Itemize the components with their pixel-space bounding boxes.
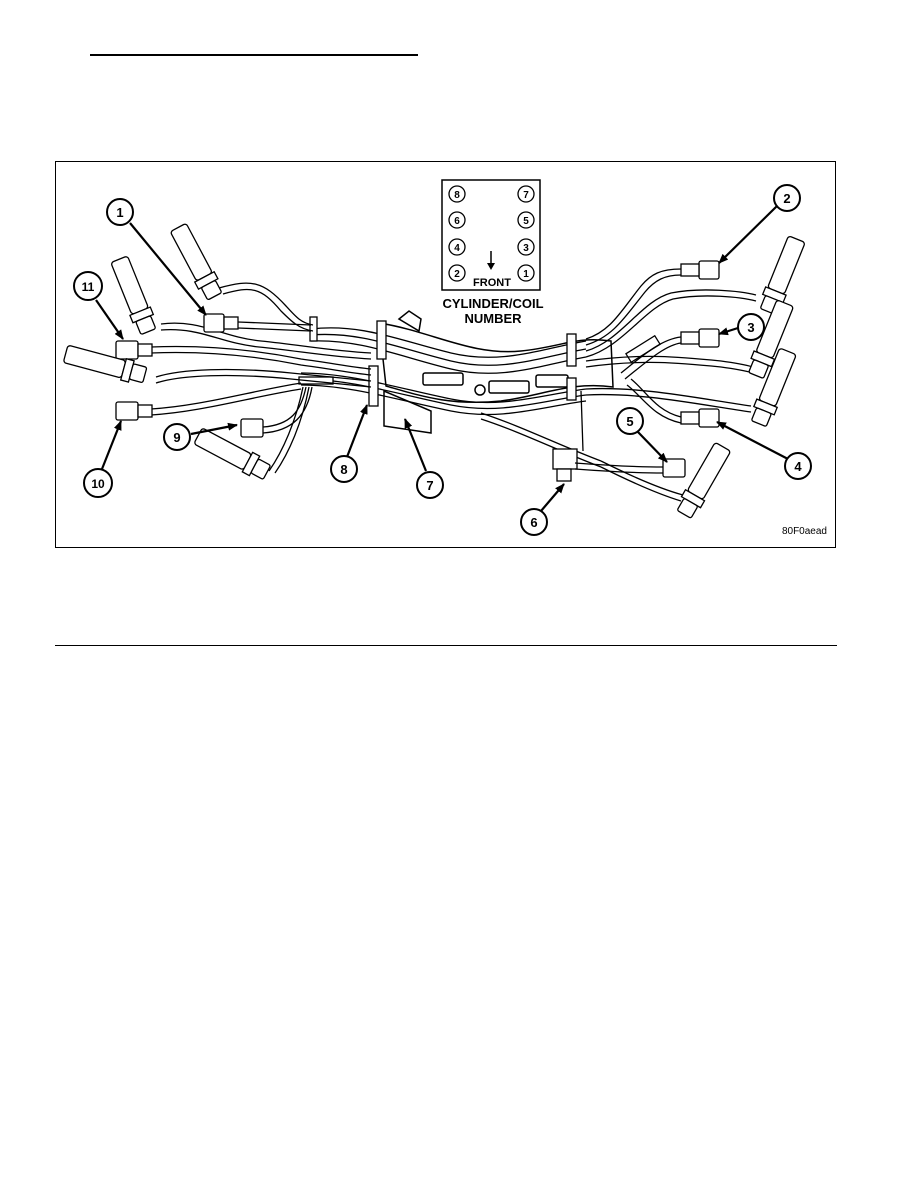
svg-text:5: 5 xyxy=(626,414,633,429)
callout-10: 10 xyxy=(83,468,113,498)
callouts: 1 2 3 4 5 6 7 8 9 10 11 xyxy=(73,184,812,536)
callout-8: 8 xyxy=(330,455,358,483)
clip-small-lower xyxy=(298,376,334,385)
svg-text:7: 7 xyxy=(426,478,433,493)
callout-4: 4 xyxy=(784,452,812,480)
connector-3 xyxy=(680,328,720,348)
boot-left-long xyxy=(63,345,148,383)
leader-3 xyxy=(718,326,739,336)
chart-caption-line2: NUMBER xyxy=(464,311,522,326)
harness-trough xyxy=(378,310,614,434)
clip-bracket-6 xyxy=(552,448,578,470)
cylinder-number-1: 1 xyxy=(517,264,535,282)
clip-right-lower xyxy=(566,377,577,401)
svg-text:6: 6 xyxy=(530,515,537,530)
coil-connectors xyxy=(115,260,720,478)
callout-1: 1 xyxy=(106,198,134,226)
cylinder-number-6: 6 xyxy=(448,211,466,229)
cylinder-number-3: 3 xyxy=(517,238,535,256)
svg-text:2: 2 xyxy=(454,269,460,280)
figure-code: 80F0aead xyxy=(782,526,827,537)
connector-5 xyxy=(662,458,686,478)
svg-text:10: 10 xyxy=(91,477,105,491)
coil-wires xyxy=(150,268,757,502)
chart-caption-line1: CYLINDER/COIL xyxy=(442,296,543,311)
svg-text:4: 4 xyxy=(454,243,460,254)
cylinder-number-8: 8 xyxy=(448,185,466,203)
svg-text:1: 1 xyxy=(523,269,529,280)
connector-2 xyxy=(680,260,720,280)
connector-9 xyxy=(240,418,264,438)
svg-text:7: 7 xyxy=(523,190,529,201)
clip-left-lower xyxy=(368,365,379,407)
svg-text:9: 9 xyxy=(173,430,180,445)
svg-text:4: 4 xyxy=(794,459,802,474)
leader-7 xyxy=(403,418,428,472)
boot-bottom-left xyxy=(194,428,271,480)
leader-11 xyxy=(95,299,124,340)
connector-1 xyxy=(203,313,239,333)
clip-right-upper xyxy=(566,333,577,367)
clip-stud-6 xyxy=(556,468,572,482)
svg-text:8: 8 xyxy=(340,462,347,477)
callout-9: 9 xyxy=(163,423,191,451)
cylinder-number-4: 4 xyxy=(448,238,466,256)
leader-8 xyxy=(345,404,369,458)
connector-4 xyxy=(680,408,720,428)
svg-text:1: 1 xyxy=(116,205,123,220)
wire-loom-right xyxy=(625,334,661,364)
leader-6 xyxy=(540,483,565,512)
callout-6: 6 xyxy=(520,508,548,536)
callout-2: 2 xyxy=(773,184,801,212)
boot-left-middle xyxy=(111,256,156,335)
front-label: FRONT xyxy=(473,277,511,289)
cylinder-number-2: 2 xyxy=(448,264,466,282)
svg-text:11: 11 xyxy=(82,280,95,294)
cylinder-number-7: 7 xyxy=(517,185,535,203)
connector-10 xyxy=(115,401,153,421)
boot-right-middle xyxy=(748,300,794,379)
callout-3: 3 xyxy=(737,313,765,341)
leader-5 xyxy=(636,430,668,463)
clip-left-upper xyxy=(376,320,387,360)
svg-text:3: 3 xyxy=(523,243,529,254)
clip-small-upper xyxy=(309,316,318,342)
leader-1 xyxy=(129,222,207,316)
leader-4 xyxy=(716,421,789,460)
callout-leaders xyxy=(95,205,789,512)
svg-text:8: 8 xyxy=(454,190,460,201)
harness-diagram: 8 6 4 2 7 5 3 1 FRON xyxy=(63,179,827,537)
header-rule xyxy=(90,54,418,56)
callout-7: 7 xyxy=(416,471,444,499)
svg-text:3: 3 xyxy=(747,320,754,335)
cylinder-number-5: 5 xyxy=(517,211,535,229)
leader-10 xyxy=(100,420,123,470)
connector-11 xyxy=(115,340,153,360)
wire-bundle xyxy=(300,327,602,468)
boot-left-upper xyxy=(170,223,222,301)
bundle-clips xyxy=(298,316,661,482)
cylinder-chart: 8 6 4 2 7 5 3 1 FRON xyxy=(441,179,541,291)
leader-2 xyxy=(718,205,778,264)
callout-5: 5 xyxy=(616,407,644,435)
coil-boots xyxy=(63,223,805,519)
leader-9 xyxy=(190,422,238,436)
boot-right-low xyxy=(751,348,797,427)
figure-frame: 8 6 4 2 7 5 3 1 FRON xyxy=(55,161,836,548)
section-rule xyxy=(55,645,837,646)
callout-11: 11 xyxy=(73,271,103,301)
svg-text:2: 2 xyxy=(783,191,790,206)
svg-text:6: 6 xyxy=(454,216,460,227)
svg-text:5: 5 xyxy=(523,216,529,227)
boot-right-bottom xyxy=(677,442,731,519)
